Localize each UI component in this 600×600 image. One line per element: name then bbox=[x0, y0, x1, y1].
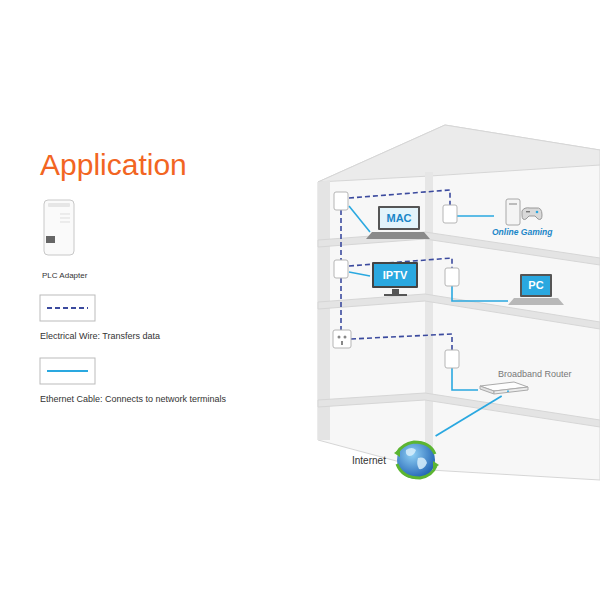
cable-sample bbox=[47, 370, 88, 372]
router-led bbox=[507, 390, 509, 392]
plc-adapters bbox=[333, 192, 459, 368]
socket-hole bbox=[344, 336, 347, 339]
socket-hole bbox=[341, 341, 343, 345]
device-screen: IPTV bbox=[372, 262, 418, 288]
inner-wall bbox=[425, 172, 433, 470]
legend-box bbox=[40, 358, 95, 384]
legend-samples bbox=[40, 200, 95, 384]
orbit-arrowhead bbox=[394, 449, 400, 457]
device-label: Online Gaming bbox=[492, 227, 552, 238]
globe-icon bbox=[392, 436, 440, 484]
console-slot bbox=[509, 203, 517, 205]
device-label: Broadband Router bbox=[498, 368, 572, 380]
game-console-icon bbox=[500, 197, 544, 227]
ethernet-connector bbox=[436, 396, 502, 436]
internet-globe: Internet bbox=[352, 436, 440, 484]
adapter-vent bbox=[60, 222, 70, 223]
game-console: Online Gaming bbox=[492, 197, 552, 238]
screen-label: IPTV bbox=[383, 269, 407, 282]
orbit-arrow bbox=[397, 464, 436, 478]
ethernet-cable bbox=[452, 368, 478, 390]
orbit-arrowhead bbox=[433, 461, 439, 469]
floor-slab bbox=[318, 232, 600, 265]
plc-adapter bbox=[334, 260, 348, 278]
adapter-port bbox=[46, 236, 55, 243]
broadband-router: Broadband Router bbox=[478, 368, 572, 396]
adapter-vent bbox=[60, 214, 70, 215]
device-screen: MAC bbox=[378, 206, 420, 230]
legend-text: Electrical Wire: Transfers data bbox=[40, 330, 160, 342]
screen-label: PC bbox=[528, 279, 543, 292]
controller-pad bbox=[526, 211, 530, 212]
dashed-sample bbox=[47, 307, 88, 309]
tv-stand bbox=[384, 294, 407, 296]
controller-button bbox=[536, 211, 539, 214]
ethernet-cable bbox=[349, 272, 370, 276]
globe bbox=[397, 441, 435, 479]
title: Application bbox=[40, 147, 187, 183]
plc-adapter bbox=[445, 350, 459, 368]
plc-adapter bbox=[443, 205, 457, 223]
continent bbox=[417, 458, 427, 470]
device-label: Internet bbox=[352, 454, 386, 467]
laptop-base bbox=[508, 298, 564, 305]
legend-row: PLC Adapter bbox=[42, 270, 87, 281]
roof bbox=[318, 125, 600, 182]
title-block: Application bbox=[40, 147, 187, 183]
ethernet-cable bbox=[452, 286, 508, 301]
screen-label: MAC bbox=[386, 212, 411, 225]
electrical-wire bbox=[349, 190, 450, 205]
legend-text: PLC Adapter bbox=[42, 270, 87, 281]
laptop-base bbox=[366, 232, 430, 239]
router-icon bbox=[478, 380, 530, 396]
device-screen: PC bbox=[520, 274, 552, 297]
wall-socket bbox=[333, 330, 351, 348]
plc-adapter bbox=[334, 192, 348, 210]
adapter-top bbox=[48, 203, 70, 207]
socket-hole bbox=[338, 336, 341, 339]
tv-stand bbox=[392, 289, 399, 294]
electrical-wire bbox=[340, 210, 342, 260]
adapter-sample bbox=[44, 200, 74, 255]
building-outline bbox=[318, 125, 600, 480]
controller bbox=[522, 208, 542, 220]
orbit-arrow bbox=[397, 442, 435, 454]
floor-slab bbox=[318, 294, 600, 329]
electrical-wires bbox=[341, 190, 452, 350]
building bbox=[318, 125, 600, 480]
legend-box bbox=[40, 295, 95, 321]
continent bbox=[406, 448, 416, 456]
label-column: Internet bbox=[352, 454, 386, 467]
electrical-wire bbox=[340, 278, 342, 330]
plc-adapter bbox=[445, 268, 459, 286]
ethernet-cable bbox=[457, 215, 494, 217]
ethernet-cable bbox=[349, 206, 370, 232]
legend-text: Ethernet Cable: Connects to network term… bbox=[40, 393, 226, 405]
adapter-vent bbox=[60, 218, 70, 219]
ethernet-cables bbox=[349, 206, 508, 390]
electrical-wire bbox=[351, 334, 452, 350]
router-front bbox=[494, 387, 528, 394]
router-side bbox=[480, 386, 494, 394]
devices bbox=[366, 232, 564, 305]
legend-row: Ethernet Cable: Connects to network term… bbox=[40, 393, 226, 405]
console-body bbox=[506, 199, 520, 225]
legend-row: Electrical Wire: Transfers data bbox=[40, 330, 160, 342]
